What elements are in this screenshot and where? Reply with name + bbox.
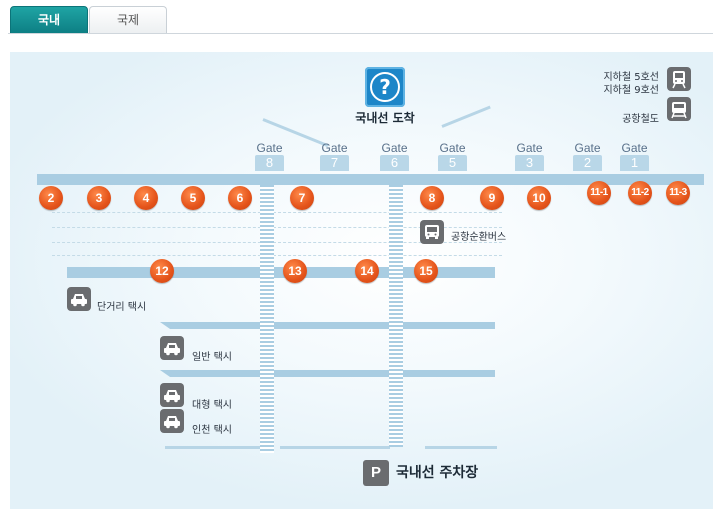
stop-2[interactable]: 2 bbox=[39, 186, 63, 210]
large-taxi-label: 대형 택시 bbox=[192, 400, 232, 411]
gate-number: 6 bbox=[380, 155, 409, 171]
deco-bottom-center bbox=[280, 446, 390, 449]
short-taxi-label: 단거리 택시 bbox=[97, 302, 147, 313]
stop-11-3[interactable]: 11-3 bbox=[666, 181, 690, 205]
tab-bar: 국내 국제 bbox=[0, 0, 719, 34]
deco-bottom-left bbox=[165, 446, 265, 449]
gate-label: Gate bbox=[381, 141, 408, 155]
crosswalk-left bbox=[260, 185, 274, 453]
gate-number: 2 bbox=[573, 155, 602, 171]
gate-number: 7 bbox=[320, 155, 349, 171]
car-icon bbox=[160, 409, 184, 433]
stop-15[interactable]: 15 bbox=[414, 259, 438, 283]
car-icon bbox=[160, 383, 184, 407]
parking-icon: P bbox=[363, 460, 389, 486]
legend-subway-5: 지하철 5호선 bbox=[603, 72, 659, 83]
gate-label: Gate bbox=[439, 141, 466, 155]
legend-airport-railroad: 공항철도 bbox=[622, 114, 659, 125]
lane-3 bbox=[160, 322, 495, 329]
stop-8[interactable]: 8 bbox=[420, 186, 444, 210]
dashed-lane bbox=[52, 212, 502, 213]
stop-5[interactable]: 5 bbox=[181, 186, 205, 210]
info-icon: ? bbox=[365, 67, 405, 107]
arrival-title: 국내선 도착 bbox=[355, 111, 415, 125]
stop-6[interactable]: 6 bbox=[228, 186, 252, 210]
stop-14[interactable]: 14 bbox=[355, 259, 379, 283]
gate-label: Gate bbox=[574, 141, 601, 155]
crosswalk-center bbox=[389, 185, 403, 447]
gate-label: Gate bbox=[256, 141, 283, 155]
stop-10[interactable]: 10 bbox=[527, 186, 551, 210]
parking-label: 국내선 주차장 bbox=[396, 465, 479, 481]
subway-train-icon bbox=[667, 67, 691, 91]
gate-label: Gate bbox=[516, 141, 543, 155]
gate-label: Gate bbox=[321, 141, 348, 155]
regular-taxi-label: 일반 택시 bbox=[192, 352, 232, 363]
dashed-lane bbox=[52, 227, 502, 228]
tab-divider bbox=[8, 33, 713, 34]
lane-4 bbox=[160, 370, 495, 377]
railroad-train-icon bbox=[667, 97, 691, 121]
car-icon bbox=[160, 336, 184, 360]
car-icon bbox=[67, 287, 91, 311]
gate-number: 1 bbox=[620, 155, 649, 171]
tab-international[interactable]: 국제 bbox=[89, 6, 167, 34]
dashed-lane bbox=[52, 255, 502, 256]
stop-7[interactable]: 7 bbox=[290, 186, 314, 210]
stop-4[interactable]: 4 bbox=[134, 186, 158, 210]
stop-13[interactable]: 13 bbox=[283, 259, 307, 283]
shuttle-bus-label: 공항순환버스 bbox=[451, 232, 507, 243]
stop-11-1[interactable]: 11-1 bbox=[587, 181, 611, 205]
terminal-lane-right bbox=[576, 174, 704, 185]
deco-bottom-right bbox=[425, 446, 497, 449]
tab-domestic[interactable]: 국내 bbox=[10, 6, 88, 34]
stop-3[interactable]: 3 bbox=[87, 186, 111, 210]
terminal-lane bbox=[37, 174, 650, 185]
dashed-lane bbox=[52, 242, 502, 243]
stop-9[interactable]: 9 bbox=[480, 186, 504, 210]
bus-icon bbox=[420, 220, 444, 244]
legend-subway-9: 지하철 9호선 bbox=[603, 85, 659, 96]
gate-number: 3 bbox=[515, 155, 544, 171]
incheon-taxi-label: 인천 택시 bbox=[192, 425, 232, 436]
lane-2 bbox=[67, 267, 495, 278]
gate-number: 5 bbox=[438, 155, 467, 171]
deco-line-right bbox=[441, 105, 491, 128]
stop-12[interactable]: 12 bbox=[150, 259, 174, 283]
gate-label: Gate bbox=[621, 141, 648, 155]
stop-11-2[interactable]: 11-2 bbox=[628, 181, 652, 205]
question-mark-icon: ? bbox=[370, 72, 400, 102]
gate-number: 8 bbox=[255, 155, 284, 171]
